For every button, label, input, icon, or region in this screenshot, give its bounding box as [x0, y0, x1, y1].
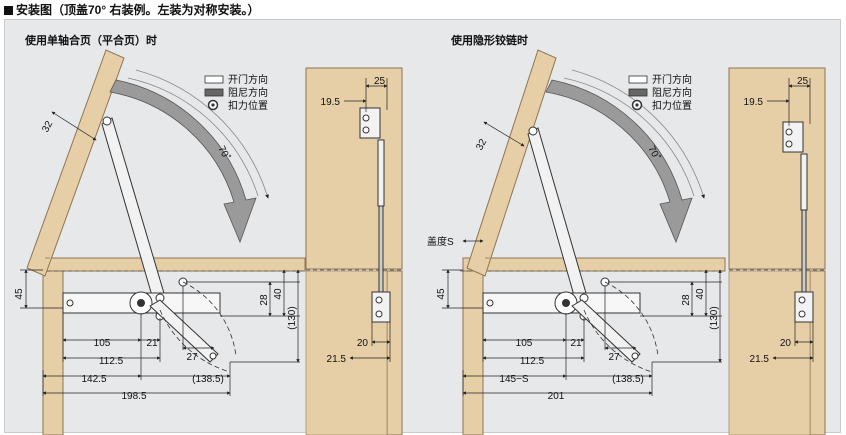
side-view-labels: 25 19.5 20 21.5 25 19.5 20 21.5 — [321, 76, 809, 365]
dim-105: 105 — [516, 338, 533, 349]
side-view-right — [728, 67, 826, 435]
panel-subtitle-right: 使用隐形铰链时 — [451, 35, 528, 47]
dim-45: 45 — [14, 288, 25, 300]
side-view-left — [305, 67, 403, 435]
open-direction-swatch — [628, 75, 648, 84]
damping-direction-swatch — [204, 88, 224, 97]
damping-direction-arrow — [545, 79, 693, 244]
left-dimension-labels: 70˚ 45 32 105 21 112.5 27 142.5 (138.5) … — [14, 119, 298, 402]
open-direction-swatch — [204, 75, 224, 84]
legend-force-position: 扣力位置 — [228, 99, 268, 112]
side-mount-plate — [371, 291, 391, 323]
side-gas-strut — [377, 139, 385, 207]
side-mount-plate — [794, 291, 814, 323]
dim-112-5: 112.5 — [99, 356, 124, 367]
support-arm — [101, 117, 167, 307]
page-title-text: 安装图（顶盖70° 右装例。左装为对称安装。） — [16, 3, 260, 17]
support-arm — [527, 127, 589, 307]
cover-label: 盖度S — [427, 235, 454, 248]
dimension-lines-right — [442, 121, 722, 396]
dim-21-5: 21.5 — [750, 354, 770, 365]
dim-21: 21 — [570, 338, 582, 349]
legend-open-direction: 开门方向 — [652, 73, 692, 86]
open-lid — [26, 49, 125, 277]
legend-damping-direction: 阻尼方向 — [228, 86, 268, 99]
cabinet-side-wall — [42, 269, 64, 435]
dim-130: (130) — [287, 306, 298, 329]
page-title: 安装图（顶盖70° 右装例。左装为对称安装。） — [4, 1, 259, 18]
dim-138-5: (138.5) — [612, 374, 644, 385]
damping-direction-swatch — [628, 88, 648, 97]
legend-open-direction: 开门方向 — [228, 73, 268, 86]
dim-19-5: 19.5 — [744, 97, 764, 108]
dim-25: 25 — [374, 76, 386, 87]
dim-198-5: 198.5 — [121, 391, 146, 402]
dim-40: 40 — [273, 288, 284, 300]
bullet-square-icon — [4, 6, 13, 15]
dim-21-5: 21.5 — [327, 354, 347, 365]
cabinet-side-wall — [462, 269, 484, 435]
panel-subtitle-left: 使用单轴合页（平合页）时 — [25, 35, 157, 47]
dim-21: 21 — [146, 338, 158, 349]
dim-105: 105 — [94, 338, 111, 349]
dim-19-5: 19.5 — [321, 97, 341, 108]
dim-145-s: 145−S — [499, 374, 529, 385]
dim-40: 40 — [695, 288, 706, 300]
right-dimension-labels: 70˚ 盖度S 45 32 105 21 112.5 27 145−S (138… — [427, 137, 720, 402]
dimension-lines-left — [20, 111, 300, 396]
dim-28: 28 — [259, 294, 270, 306]
damping-direction-arrow — [109, 79, 257, 244]
side-gas-strut — [800, 153, 808, 211]
dim-20: 20 — [357, 338, 369, 349]
side-lid — [728, 67, 826, 270]
dim-27: 27 — [186, 352, 198, 363]
legend-left: 开门方向 阻尼方向 扣力位置 — [204, 73, 268, 112]
dim-142-5: 142.5 — [81, 374, 106, 385]
dim-32: 32 — [474, 137, 489, 152]
dim-45: 45 — [436, 288, 447, 300]
dim-28: 28 — [681, 294, 692, 306]
dim-138-5: (138.5) — [192, 374, 224, 385]
legend-force-position: 扣力位置 — [652, 99, 692, 112]
cabinet-top-board — [462, 257, 726, 272]
right-main-drawing — [442, 49, 726, 435]
dim-201: 201 — [548, 391, 565, 402]
dim-20: 20 — [780, 338, 792, 349]
side-lid — [305, 67, 403, 270]
dim-112-5: 112.5 — [520, 356, 545, 367]
dim-32: 32 — [40, 119, 55, 134]
dim-27: 27 — [608, 352, 620, 363]
left-main-drawing — [20, 49, 306, 435]
cabinet-top-board — [42, 257, 306, 272]
side-hinge-top — [359, 107, 381, 139]
dim-25: 25 — [797, 76, 809, 87]
legend-damping-direction: 阻尼方向 — [652, 86, 692, 99]
side-hinge-top — [782, 121, 804, 153]
dim-130: (130) — [709, 306, 720, 329]
legend-right: 开门方向 阻尼方向 扣力位置 — [628, 73, 692, 112]
